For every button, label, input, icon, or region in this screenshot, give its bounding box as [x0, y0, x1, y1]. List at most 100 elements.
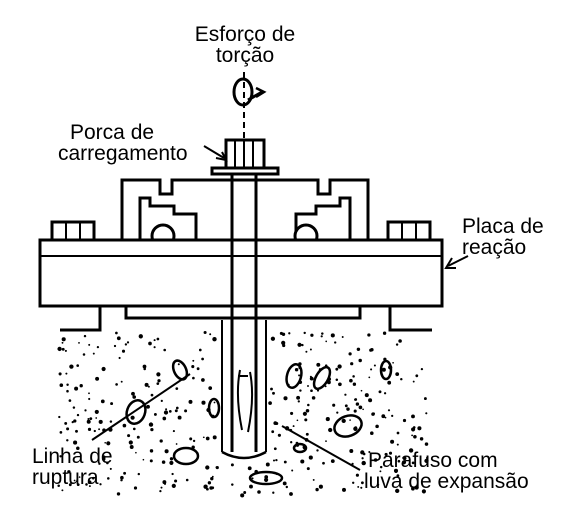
speckle-dot	[175, 406, 179, 410]
speckle-dot	[355, 473, 359, 477]
speckle-dot	[159, 439, 163, 443]
speckle-dot	[388, 365, 393, 370]
speckle-dot	[169, 457, 174, 461]
speckle-dot	[115, 331, 118, 335]
speckle-dot	[401, 460, 407, 465]
speckle-dot	[116, 336, 121, 341]
speckle-dot	[94, 409, 99, 414]
speckle-dot	[162, 416, 167, 421]
speckle-dot	[136, 435, 140, 439]
speckle-dot	[210, 477, 214, 481]
speckle-dot	[292, 425, 295, 428]
speckle-dot	[364, 393, 369, 398]
speckle-dot	[296, 395, 301, 400]
speckle-dot	[324, 385, 327, 388]
speckle-dot	[205, 465, 210, 470]
speckle-dot	[168, 410, 172, 413]
speckle-dot	[149, 449, 154, 453]
speckle-dot	[163, 410, 169, 415]
speckle-dot	[88, 485, 91, 488]
bolt-label-line2: luva de expansão	[364, 470, 529, 493]
speckle-dot	[296, 419, 299, 422]
speckle-dot	[148, 422, 154, 427]
speckle-dot	[118, 356, 121, 360]
speckle-dot	[395, 343, 399, 346]
speckle-dot	[135, 451, 137, 454]
torque-label: Esforço de torção	[175, 24, 315, 66]
speckle-dot	[65, 372, 68, 375]
speckle-dot	[412, 380, 415, 383]
speckle-dot	[177, 363, 180, 366]
speckle-dot	[318, 368, 322, 371]
speckle-dot	[124, 343, 128, 346]
speckle-dot	[350, 362, 354, 366]
speckle-dot	[123, 471, 127, 475]
speckle-dot	[95, 376, 100, 381]
speckle-dot	[325, 417, 330, 422]
speckle-dot	[360, 486, 363, 489]
bolt-shaft	[221, 174, 267, 460]
speckle-dot	[304, 418, 308, 422]
speckle-dot	[172, 430, 175, 433]
speckle-dot	[281, 340, 286, 345]
speckle-dot	[396, 474, 400, 478]
bolt-label: Parafuso com luva de expansão	[364, 450, 529, 492]
speckle-dot	[301, 343, 304, 347]
speckle-dot	[412, 426, 416, 429]
speckle-dot	[322, 461, 325, 465]
speckle-dot	[370, 368, 373, 371]
speckle-dot	[98, 428, 101, 431]
speckle-dot	[171, 483, 176, 488]
speckle-dot	[192, 359, 195, 362]
speckle-dot	[304, 438, 309, 442]
speckle-dot	[85, 483, 88, 486]
speckle-dot	[153, 412, 157, 416]
speckle-dot	[275, 422, 279, 425]
speckle-dot	[415, 374, 419, 378]
speckle-dot	[351, 462, 354, 466]
speckle-dot	[316, 362, 321, 367]
speckle-dot	[297, 342, 302, 347]
speckle-dot	[370, 431, 374, 435]
speckle-dot	[104, 441, 107, 444]
speckle-dot	[373, 364, 376, 367]
torque-label-line1: Esforço de	[194, 23, 296, 46]
speckle-dot	[327, 377, 332, 381]
reaction-plate-label-line1: Placa de	[462, 215, 544, 238]
speckle-dot	[341, 418, 346, 424]
speckle-dot	[357, 485, 360, 488]
left-bolt-heads	[50, 220, 96, 242]
speckle-dot	[307, 403, 310, 407]
speckle-dot	[59, 431, 63, 434]
speckle-dot	[175, 443, 178, 445]
nut-label: Porca de carregamento	[58, 122, 188, 164]
speckle-dot	[325, 340, 328, 343]
speckle-dot	[165, 408, 168, 411]
speckle-dot	[394, 470, 398, 473]
speckle-dot	[209, 333, 212, 336]
speckle-dot	[277, 433, 281, 437]
speckle-dot	[302, 411, 307, 416]
speckle-dot	[66, 389, 69, 393]
speckle-dot	[383, 392, 387, 395]
speckle-dot	[78, 476, 81, 478]
speckle-dot	[265, 462, 270, 467]
speckle-dot	[92, 352, 95, 355]
speckle-dot	[74, 386, 79, 391]
speckle-dot	[358, 358, 362, 363]
nut-label-line1: Porca de	[70, 121, 155, 144]
speckle-dot	[328, 427, 333, 433]
speckle-dot	[108, 427, 113, 432]
speckle-dot	[58, 415, 61, 419]
speckle-dot	[290, 441, 293, 444]
speckle-dot	[156, 337, 160, 341]
speckle-dot	[89, 417, 93, 421]
speckle-dot	[196, 367, 200, 371]
speckle-dot	[120, 478, 123, 482]
speckle-dot	[149, 459, 153, 463]
speckle-dot	[349, 378, 353, 383]
speckle-dot	[132, 395, 137, 399]
rupture-line-label: Linha de ruptura	[32, 446, 113, 488]
speckle-dot	[87, 480, 92, 485]
